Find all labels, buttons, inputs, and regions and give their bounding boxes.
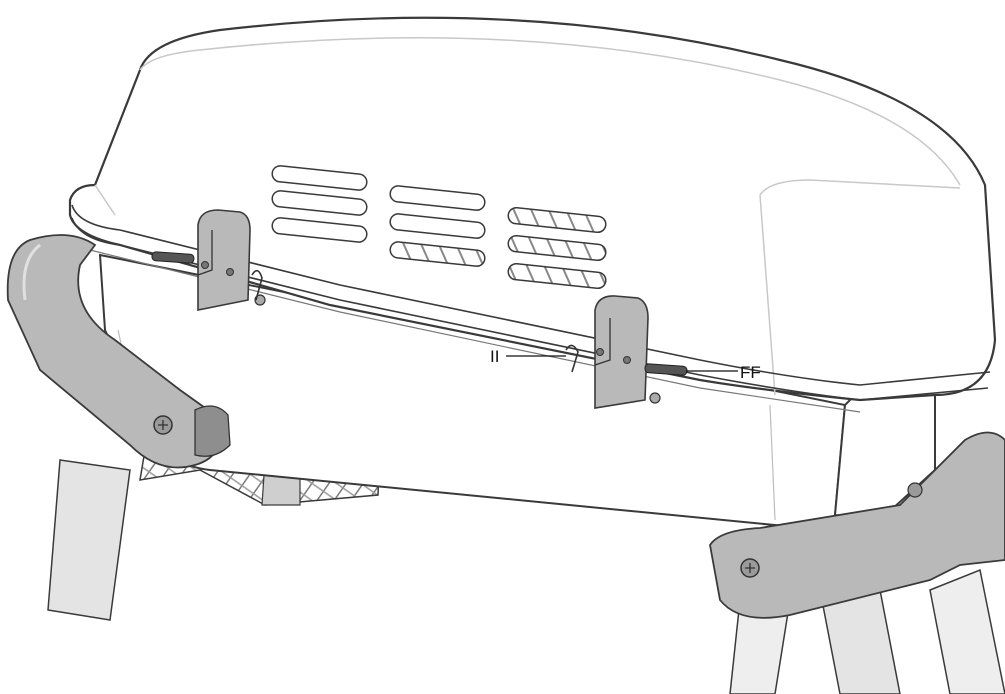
back-leg-right [729,568,1005,694]
left-hinge-rod [151,251,195,264]
left-hinge-bracket [197,209,266,311]
callout-ii: II [490,347,566,366]
callout-ff: FF [686,363,761,382]
left-hitch-pin [251,269,263,301]
lid-vents [271,165,607,290]
callout-ff-label: FF [740,363,761,382]
left-handle [6,234,231,469]
right-hitch-pin [565,344,579,373]
right-handle [709,431,1005,619]
callout-ii-label: II [490,347,499,366]
back-leg-left [47,459,131,621]
right-hinge-bracket [594,295,661,409]
